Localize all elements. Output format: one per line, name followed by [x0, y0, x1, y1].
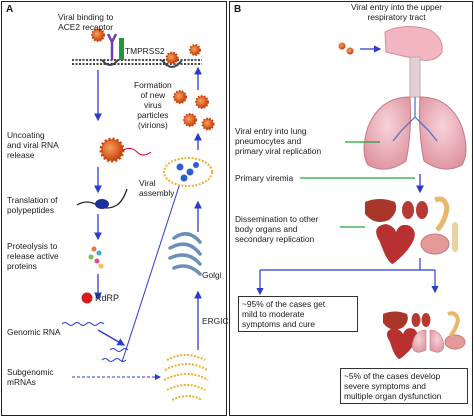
panel-a-label: A [6, 4, 14, 15]
subgenomic-rna-strand [109, 348, 129, 352]
endoplasmic-reticulum-icon [163, 354, 209, 401]
panel-b: B [229, 1, 473, 416]
viremia-label: Primary viremia [235, 173, 294, 183]
assembly-vesicle-icon [163, 157, 213, 187]
tmprss2-icon [119, 38, 124, 60]
golgi-icon [168, 232, 202, 276]
panel-b-diagram [256, 26, 467, 359]
endocytic-pit [101, 59, 119, 66]
panel-a-diagram [61, 28, 215, 401]
uncoating-virus-icon [99, 137, 152, 163]
panel-a: A [1, 1, 229, 416]
genomic-rna-label: Genomic RNA [7, 327, 61, 337]
virus-icon [165, 51, 179, 65]
protein-fragments-icon [88, 246, 104, 269]
panel-b-label: B [234, 4, 242, 15]
tmprss2-label: TMPRSS2 [125, 46, 165, 56]
organs-small-icon [383, 311, 466, 359]
ergic-label: ERGIC [202, 316, 229, 326]
ribosome-icon [76, 188, 128, 209]
genomic-rna-strand [61, 322, 105, 326]
organs-icon [365, 196, 458, 264]
flow-arrow [121, 176, 184, 363]
rdrp-icon [81, 292, 93, 304]
virion-cluster [173, 90, 215, 131]
rdrp-label: RdRP [95, 293, 120, 303]
upper-airway-icon [384, 26, 443, 98]
cell-membrane-top [72, 59, 202, 65]
endocytic-pit [161, 59, 183, 68]
virus-icon [338, 42, 354, 55]
lungs-icon [363, 96, 467, 170]
golgi-label: Golgi [202, 270, 222, 280]
ace2-receptor-icon [106, 33, 118, 60]
flow-arrow [97, 329, 126, 346]
virus-icon [189, 44, 201, 56]
virus-icon [91, 28, 105, 42]
